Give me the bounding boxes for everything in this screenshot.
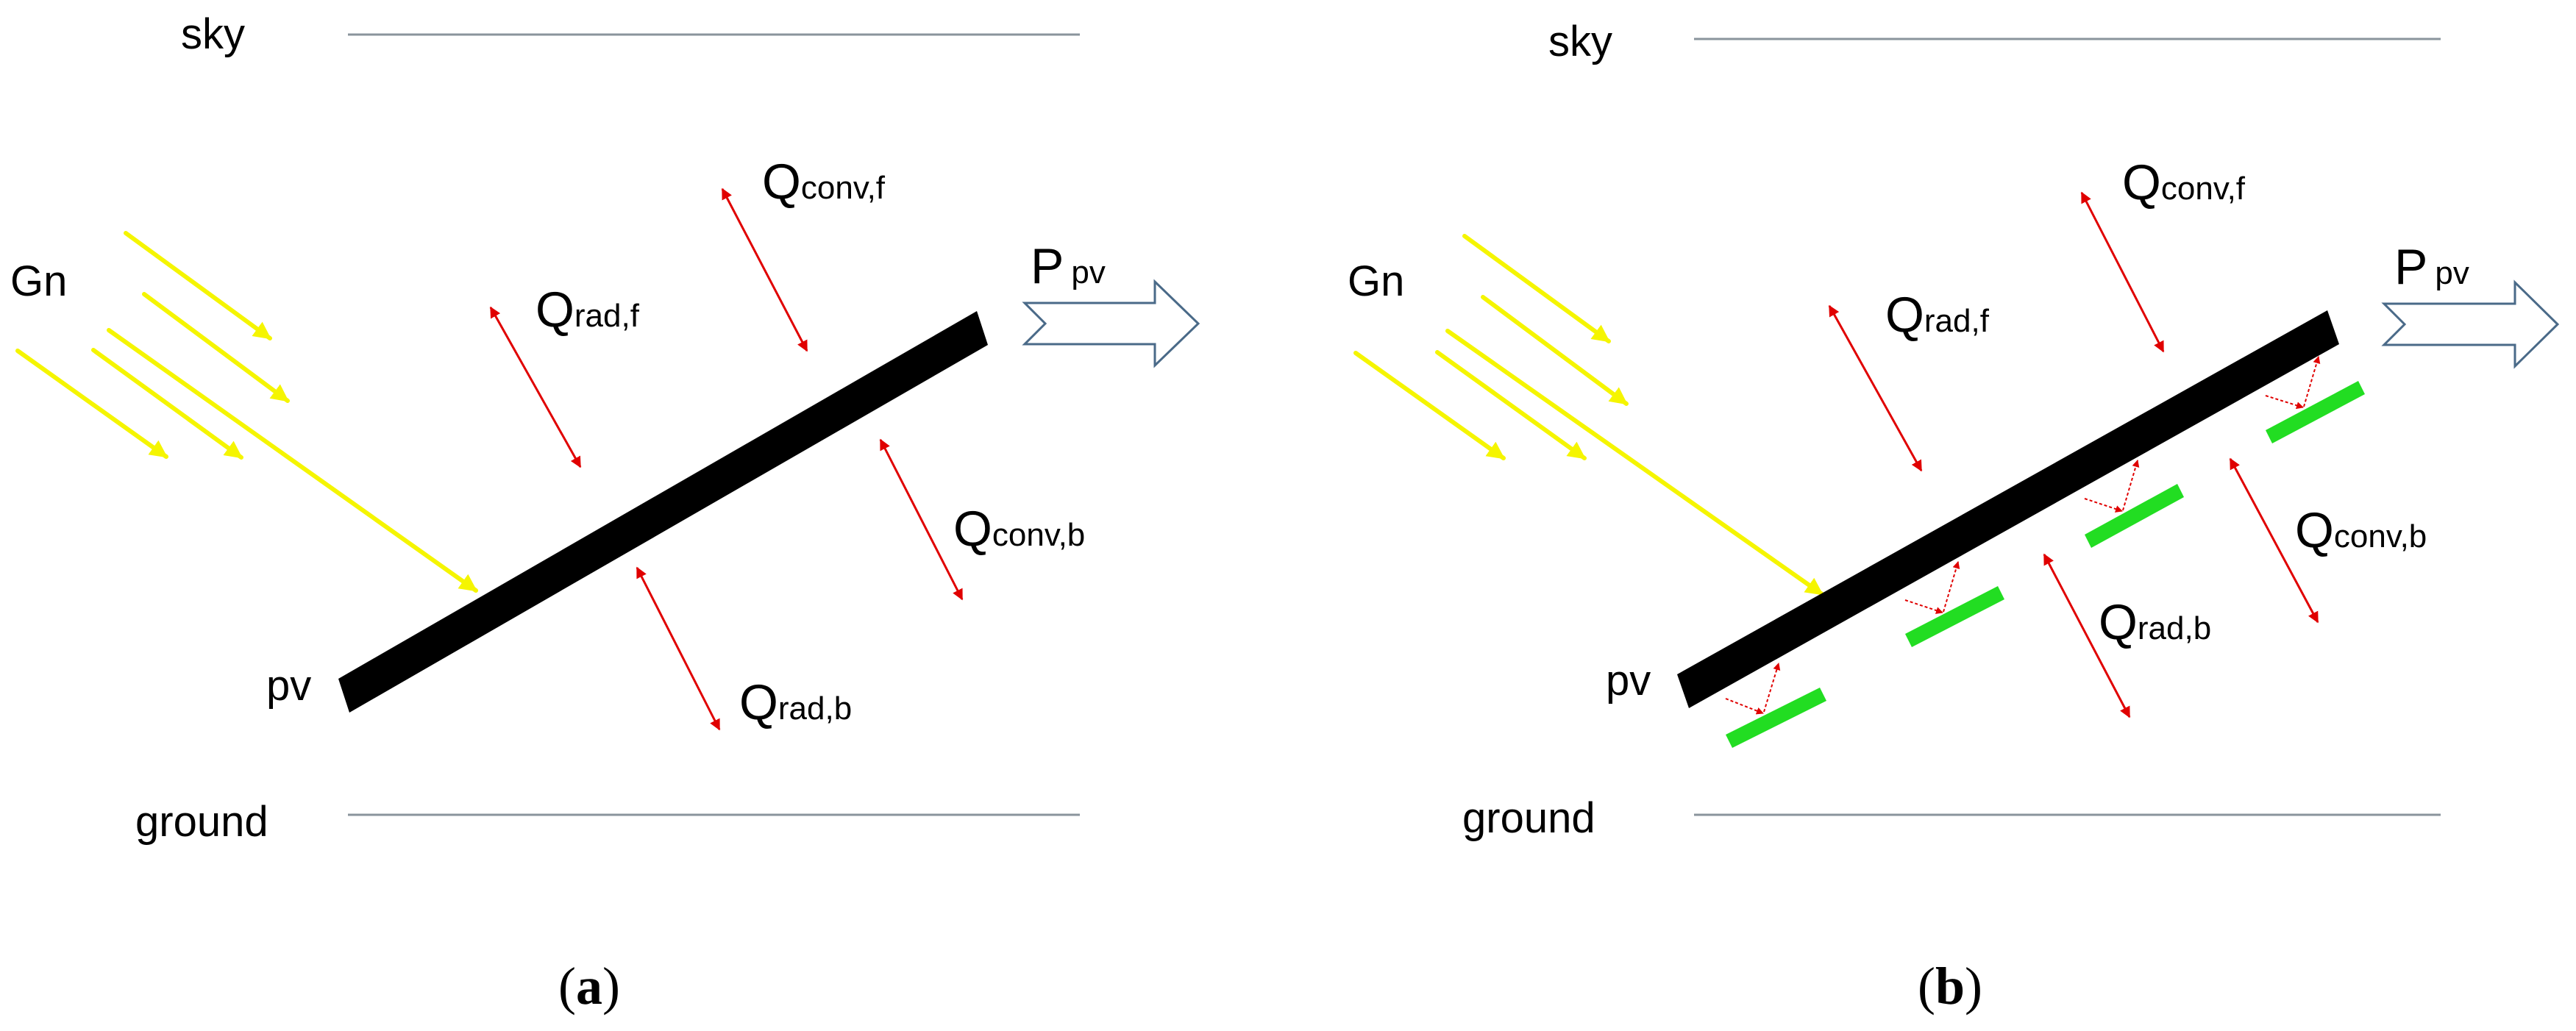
ground-label: ground: [1462, 794, 1595, 842]
q-conv-back-label: Qconv,b: [953, 501, 1085, 557]
p-pv-symbol: P: [1031, 238, 1064, 294]
q-conv-front-symbol: Q: [2122, 154, 2161, 210]
caption-a: (a): [558, 957, 620, 1016]
solar-rays: [15, 231, 478, 593]
caption-close-paren: ): [1965, 957, 1982, 1016]
pv-panel: [1677, 310, 2339, 708]
q-rad-front-label: Qrad,f: [536, 282, 640, 338]
q-rad-front-arrow: [489, 306, 582, 468]
caption-open-paren: (: [1918, 957, 1935, 1016]
q-conv-back-subscript: conv,b: [2334, 518, 2427, 554]
caption-b: (b): [1918, 957, 1982, 1016]
panel-a: sky ground Gn pv Qconv,f Qrad,f: [10, 10, 1200, 1016]
p-pv-subscript: pv: [1071, 254, 1105, 290]
q-rad-back-label: Qrad,b: [739, 674, 852, 730]
caption-open-paren: (: [558, 957, 576, 1016]
cooling-fin: [1726, 688, 1826, 748]
q-conv-back-symbol: Q: [2295, 502, 2334, 558]
ground-label: ground: [135, 798, 268, 846]
fin-rad-arrow: [2084, 498, 2123, 513]
q-conv-back-arrow: [879, 438, 964, 601]
fin-radiation-arrows: [1725, 356, 2321, 715]
sun-ray: [91, 348, 243, 460]
q-rad-back-label: Qrad,b: [2099, 594, 2211, 650]
q-rad-front-subscript: rad,f: [574, 298, 640, 334]
q-rad-front-arrow: [1828, 304, 1923, 472]
q-conv-back-label: Qconv,b: [2295, 502, 2427, 558]
power-output-arrow: [1022, 279, 1200, 368]
q-rad-back-symbol: Q: [2099, 594, 2138, 650]
gn-label: Gn: [1348, 257, 1404, 305]
pv-label: pv: [1606, 657, 1651, 704]
sun-ray: [124, 231, 272, 340]
q-conv-front-subscript: conv,f: [2161, 171, 2246, 207]
cooling-fin: [2266, 381, 2365, 443]
sun-ray: [15, 349, 168, 459]
sun-ray: [142, 292, 290, 403]
q-conv-back-symbol: Q: [953, 501, 992, 557]
q-rad-front-symbol: Q: [536, 282, 574, 338]
q-rad-back-subscript: rad,b: [778, 691, 852, 727]
heat-flux-arrows: [1828, 191, 2319, 718]
q-rad-front-subscript: rad,f: [1924, 303, 1990, 339]
q-conv-front-label: Qconv,f: [762, 154, 886, 210]
solar-rays: [1353, 234, 1824, 596]
q-conv-front-symbol: Q: [762, 154, 801, 210]
caption-letter: a: [576, 957, 602, 1016]
sky-label: sky: [181, 10, 245, 58]
fin-rad-arrow: [1904, 599, 1943, 614]
sun-ray: [1481, 295, 1629, 406]
p-pv-subscript: pv: [2435, 255, 2469, 291]
fin-rad-arrow: [1943, 561, 1960, 613]
sun-ray: [1462, 234, 1611, 343]
sun-ray-long: [1445, 329, 1824, 596]
fin-rad-arrow: [2265, 395, 2304, 410]
caption-letter: b: [1935, 957, 1965, 1016]
cooling-fin: [2085, 484, 2184, 548]
q-rad-back-arrow: [2043, 553, 2131, 718]
q-rad-back-symbol: Q: [739, 674, 778, 730]
q-rad-front-symbol: Q: [1885, 287, 1924, 343]
caption-close-paren: ): [602, 957, 620, 1016]
q-conv-front-label: Qconv,f: [2122, 154, 2246, 210]
cooling-fin: [1905, 586, 2004, 647]
q-conv-back-subscript: conv,b: [992, 517, 1085, 553]
sun-ray: [1435, 350, 1587, 460]
q-conv-back-arrow: [2229, 457, 2319, 624]
fin-rad-arrow: [1725, 698, 1764, 715]
heat-flux-arrows: [489, 188, 964, 731]
sun-ray-long: [107, 328, 478, 593]
cooling-fins: [1726, 381, 2365, 748]
q-rad-back-arrow: [636, 566, 721, 731]
sun-ray: [1353, 351, 1506, 460]
fin-rad-arrow: [2303, 356, 2321, 407]
sky-label: sky: [1548, 18, 1612, 65]
q-conv-front-arrow: [721, 188, 808, 352]
q-conv-front-arrow: [2080, 191, 2165, 353]
q-rad-back-subscript: rad,b: [2138, 610, 2211, 646]
q-conv-front-subscript: conv,f: [801, 170, 886, 206]
gn-label: Gn: [10, 257, 67, 305]
fin-rad-arrow: [1763, 663, 1781, 713]
power-output-arrow: [2381, 279, 2560, 369]
q-rad-front-label: Qrad,f: [1885, 287, 1990, 343]
pv-label: pv: [266, 662, 311, 710]
p-pv-symbol: P: [2394, 239, 2427, 295]
pv-panel: [338, 311, 988, 713]
fin-rad-arrow: [2122, 460, 2140, 511]
panel-b: sky ground Gn pv: [1348, 18, 2560, 1016]
